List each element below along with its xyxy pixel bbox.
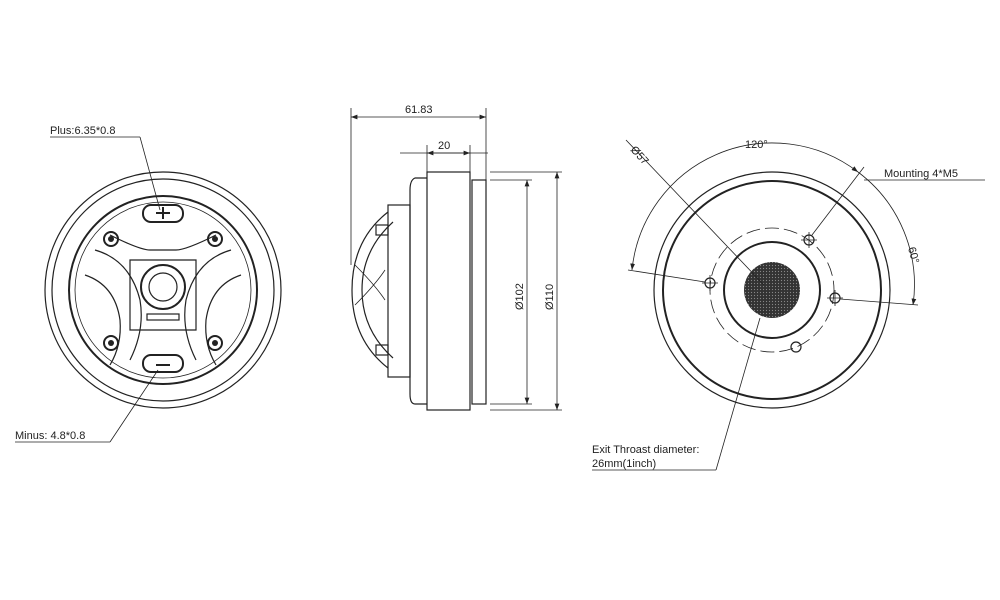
outer-diameter-label: Ø110 <box>544 284 556 310</box>
throat-label-line1: Exit Throast diameter: <box>592 444 699 456</box>
plus-terminal <box>142 204 184 223</box>
angle-60-label: 60° <box>905 246 921 265</box>
bolt-circle-diameter: Ø57 <box>628 144 651 167</box>
depth-dimension: 61.83 <box>405 104 433 116</box>
minus-terminal <box>142 354 184 373</box>
inner-diameter-label: Ø102 <box>514 283 526 310</box>
plus-label: Plus:6.35*0.8 <box>50 125 115 137</box>
flange-dimension: 20 <box>438 140 450 152</box>
angle-120-label: 120° <box>745 139 768 151</box>
front-view: Plus:6.35*0.8 Minus: 4.8*0.8 <box>15 125 282 443</box>
minus-label: Minus: 4.8*0.8 <box>15 430 85 442</box>
bolt-holes <box>702 232 843 353</box>
throat-label-line2: 26mm(1inch) <box>592 458 656 470</box>
mounting-label: Mounting 4*M5 <box>884 168 958 180</box>
throat-mesh <box>744 262 800 318</box>
rear-view: Ø57 120° 60° Mounting 4*M5 Exit Throast … <box>592 139 985 471</box>
side-view: 61.83 20 Ø102 Ø110 <box>350 104 562 411</box>
